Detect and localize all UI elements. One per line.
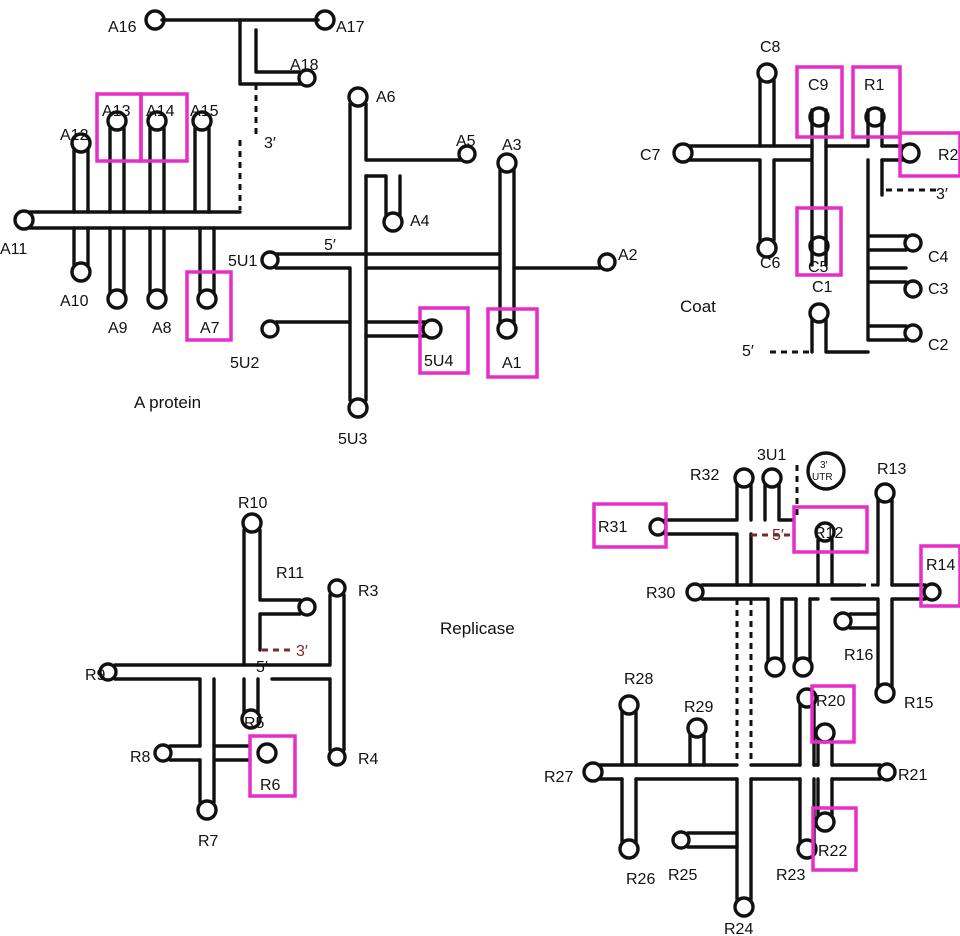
highlight-box-A1	[486, 307, 539, 379]
highlight-box-C5	[795, 206, 843, 277]
label-A13: A13	[102, 103, 131, 120]
label-A11: A11	[0, 241, 27, 258]
label-R23: R23	[776, 867, 805, 884]
label-A15: A15	[190, 103, 219, 120]
highlight-box-R20	[810, 684, 856, 744]
label-A12: A12	[60, 127, 89, 144]
highlight-box-A14	[139, 92, 189, 163]
label-A17: A17	[336, 19, 365, 36]
label-A6: A6	[376, 89, 396, 106]
label-R21: R21	[898, 767, 927, 784]
label-5U2: 5U2	[230, 355, 259, 372]
label-A18: A18	[290, 57, 319, 74]
label-three-prime-a: 3′	[264, 135, 276, 152]
label-R2: R2	[938, 147, 959, 164]
label-C8: C8	[760, 39, 781, 56]
utr-label-prime: 3′	[820, 460, 828, 471]
label-A10: A10	[60, 293, 89, 310]
label-C6: C6	[760, 255, 781, 272]
label-R4: R4	[358, 751, 379, 768]
label-R10: R10	[238, 495, 267, 512]
label-A16: A16	[108, 19, 137, 36]
label-R8: R8	[130, 749, 151, 766]
label-three-prime-r: 3′	[296, 643, 308, 660]
label-R15: R15	[904, 695, 933, 712]
highlight-box-C9	[795, 65, 844, 139]
label-R5: R5	[244, 715, 265, 732]
label-A8: A8	[152, 320, 172, 337]
label-A2: A2	[618, 247, 638, 264]
coat-structure	[672, 62, 940, 354]
label-R12: R12	[814, 525, 843, 542]
highlight-box-5U4	[418, 306, 470, 375]
label-R20: R20	[816, 693, 845, 710]
label-C3: C3	[928, 281, 949, 298]
label-A9: A9	[108, 320, 128, 337]
panel-title-coat: Coat	[680, 297, 716, 316]
label-C4: C4	[928, 249, 949, 266]
label-five-prime-coat: 5′	[742, 343, 754, 360]
label-R7: R7	[198, 833, 219, 850]
label-A3: A3	[502, 137, 522, 154]
label-C5: C5	[808, 259, 829, 276]
a-protein-structure	[13, 9, 617, 419]
label-R25: R25	[668, 867, 697, 884]
label-A5: A5	[456, 133, 476, 150]
utr-label-text: UTR	[812, 472, 833, 483]
label-R28: R28	[624, 671, 653, 688]
highlight-box-R1	[851, 65, 902, 139]
highlight-box-R12	[792, 505, 869, 554]
label-A7: A7	[200, 320, 220, 337]
highlight-box-R2	[898, 131, 960, 178]
utr-circle	[806, 451, 846, 491]
label-R11: R11	[276, 565, 304, 582]
label-R6: R6	[260, 777, 281, 794]
replicase-small-structure	[98, 512, 347, 821]
label-R9: R9	[85, 667, 106, 684]
label-R3: R3	[358, 583, 379, 600]
label-3U1: 3U1	[757, 447, 786, 464]
highlight-box-R6	[248, 734, 297, 798]
label-C7: C7	[640, 147, 661, 164]
label-R27: R27	[544, 769, 573, 786]
highlight-box-R31	[592, 502, 668, 549]
highlight-box-R22	[811, 806, 858, 872]
label-R24: R24	[724, 921, 753, 936]
label-R16: R16	[844, 647, 873, 664]
label-A14: A14	[146, 103, 175, 120]
label-three-prime-coat: 3′	[936, 186, 948, 203]
label-R31: R31	[598, 519, 627, 536]
highlight-box-A7	[185, 270, 233, 342]
replicase-large-structure	[582, 451, 942, 918]
label-R26: R26	[626, 871, 655, 888]
label-5U1: 5U1	[228, 253, 257, 270]
label-R32: R32	[690, 467, 719, 484]
panel-title-replicase: Replicase	[440, 619, 515, 638]
label-C1: C1	[812, 279, 833, 296]
label-five-prime-a: 5′	[324, 237, 336, 254]
label-R1: R1	[864, 77, 885, 94]
label-A1: A1	[502, 355, 522, 372]
label-C9: C9	[808, 77, 829, 94]
panel-title-a-protein: A protein	[134, 393, 201, 412]
label-R22: R22	[818, 843, 847, 860]
label-R14: R14	[926, 557, 955, 574]
label-R30: R30	[646, 585, 675, 602]
label-5U3: 5U3	[338, 431, 367, 448]
label-five-prime-rl: 5′	[772, 527, 784, 544]
label-A4: A4	[410, 213, 430, 230]
label-C2: C2	[928, 337, 949, 354]
label-R29: R29	[684, 699, 713, 716]
label-5U4: 5U4	[424, 353, 453, 370]
highlight-box-R14	[919, 544, 960, 608]
label-five-prime-r: 5′	[256, 659, 268, 676]
label-R13: R13	[877, 461, 906, 478]
